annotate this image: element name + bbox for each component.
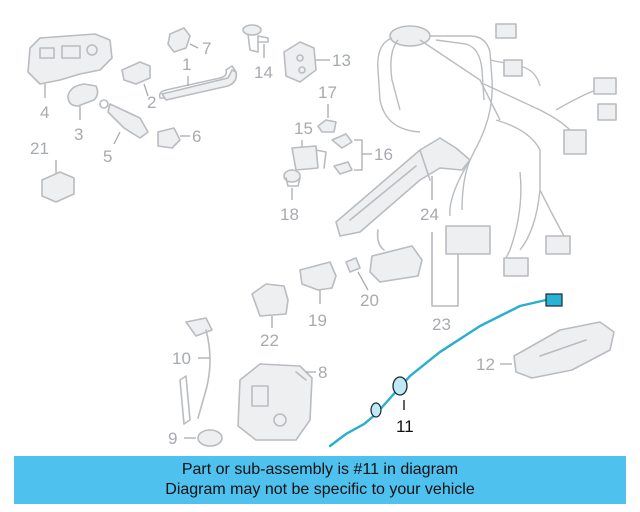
callout-8: 8 (318, 363, 327, 382)
part-15-hinge[interactable] (291, 140, 327, 171)
part-19-actuator[interactable] (299, 261, 337, 304)
part-5-lock-cylinder[interactable] (99, 99, 149, 145)
part-17-bolt[interactable] (317, 104, 337, 133)
part-14-screw[interactable] (242, 24, 269, 58)
part-10-rod[interactable] (179, 317, 213, 425)
banner-line-1: Part or sub-assembly is #11 in diagram (181, 461, 459, 478)
callout-7: 7 (202, 39, 211, 58)
callout-3: 3 (74, 125, 83, 144)
callout-10: 10 (172, 349, 191, 368)
part-11-release-cable[interactable] (328, 293, 563, 448)
callout-22: 22 (260, 331, 279, 350)
callout-5: 5 (103, 147, 112, 166)
callout-13: 13 (332, 51, 351, 70)
part-21-clip[interactable] (41, 160, 75, 203)
callout-15: 15 (294, 119, 313, 138)
callout-12: 12 (476, 355, 495, 374)
part-2-cap[interactable] (121, 61, 151, 97)
callout-16: 16 (374, 145, 393, 164)
callout-11: 11 (396, 417, 414, 436)
callout-1: 1 (182, 55, 191, 74)
part-13-seal-pad[interactable] (283, 41, 330, 83)
part-8-latch[interactable] (237, 363, 316, 441)
callout-19: 19 (308, 311, 327, 330)
banner-line-2: Diagram may not be specific to your vehi… (165, 481, 475, 498)
callout-17: 17 (318, 83, 337, 102)
callout-9: 9 (168, 429, 177, 448)
callout-24: 24 (420, 205, 439, 224)
part-24-channel[interactable] (335, 137, 471, 237)
callout-20: 20 (360, 291, 379, 310)
callout-6: 6 (192, 127, 201, 146)
part-16-bolts[interactable] (331, 133, 372, 175)
part-23-leader[interactable] (431, 225, 491, 307)
callout-21: 21 (30, 139, 49, 158)
part-18-plug[interactable] (283, 169, 301, 200)
callout-2: 2 (147, 93, 156, 112)
part-3-escutcheon[interactable] (67, 83, 99, 120)
callout-18: 18 (280, 205, 299, 224)
callout-4: 4 (40, 103, 49, 122)
callout-23: 23 (432, 315, 451, 334)
part-7-bracket[interactable] (167, 27, 199, 53)
part-4-handle-carrier[interactable] (27, 33, 113, 98)
part-wiring-harness[interactable] (377, 23, 617, 277)
callout-14: 14 (254, 63, 273, 82)
part-1-outer-handle[interactable] (158, 65, 238, 101)
parts-diagram: 4 3 5 2 1 7 6 21 (27, 23, 617, 448)
part-20-connector[interactable] (345, 229, 423, 291)
part-22-cover[interactable] (251, 283, 289, 328)
part-6-grommet[interactable] (157, 127, 190, 149)
info-banner: Part or sub-assembly is #11 in diagram D… (14, 456, 626, 504)
part-12-inner-handle[interactable] (500, 321, 615, 379)
part-9-plug[interactable] (184, 429, 223, 447)
